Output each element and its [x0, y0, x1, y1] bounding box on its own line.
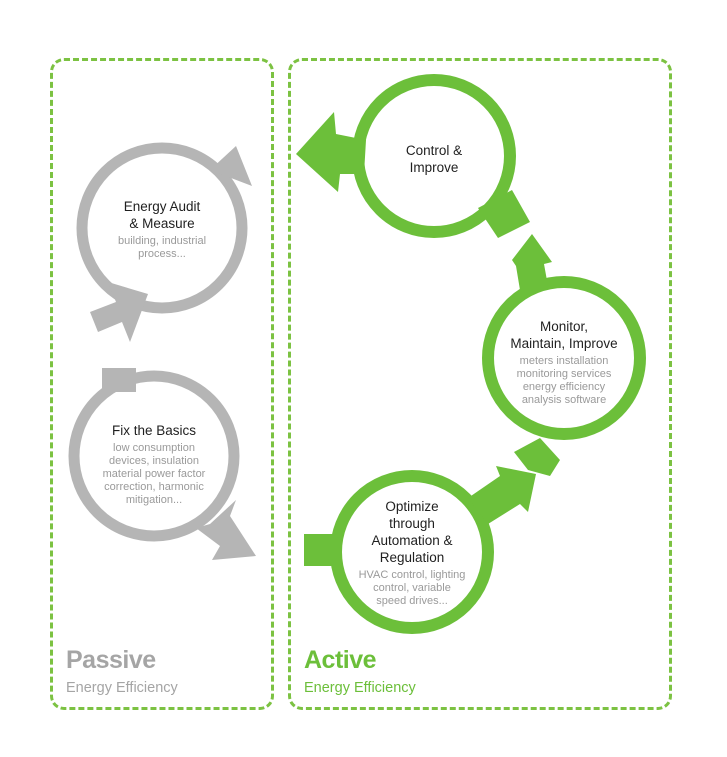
passive-subtitle: Energy Efficiency — [66, 680, 178, 696]
arrow-into-monitor — [514, 438, 560, 476]
fix-basics-desc: low consumption devices, insulation mate… — [102, 442, 206, 506]
active-panel — [288, 58, 672, 710]
optimize-node: Optimize through Automation & Regulation… — [344, 498, 480, 608]
active-title: Active — [304, 646, 377, 674]
fix-basics-node: Fix the Basics low consumption devices, … — [84, 422, 224, 507]
energy-audit-node: Energy Audit & Measure building, industr… — [92, 198, 232, 261]
arrow-basics-out — [196, 500, 256, 560]
monitor-ring — [482, 276, 646, 440]
monitor-node: Monitor, Maintain, Improve meters instal… — [496, 318, 632, 407]
fix-basics-title: Fix the Basics — [111, 423, 197, 438]
arrow-into-basics — [102, 368, 136, 392]
passive-panel — [50, 58, 274, 710]
control-improve-node: Control & Improve — [374, 142, 494, 176]
monitor-desc: meters installation monitoring services … — [516, 355, 612, 406]
fix-basics-ring — [68, 370, 240, 542]
control-improve-title: Control & Improve — [405, 143, 463, 175]
arrow-optimize-to-monitor — [468, 466, 536, 524]
arrow-into-audit — [210, 146, 252, 186]
arrow-audit-to-basics — [90, 282, 148, 342]
arrow-monitor-to-control — [512, 234, 552, 290]
arrow-into-optimize — [304, 534, 342, 566]
arrow-control-out — [296, 112, 366, 192]
optimize-desc: HVAC control, lighting control, variable… — [358, 569, 466, 607]
energy-audit-desc: building, industrial process... — [117, 235, 207, 260]
active-subtitle: Energy Efficiency — [304, 680, 416, 696]
energy-audit-ring — [76, 142, 248, 314]
arrow-control-tail — [478, 190, 530, 238]
passive-title: Passive — [66, 646, 156, 674]
energy-audit-title: Energy Audit & Measure — [123, 199, 201, 231]
optimize-title: Optimize through Automation & Regulation — [371, 499, 453, 565]
monitor-title: Monitor, Maintain, Improve — [510, 319, 618, 351]
